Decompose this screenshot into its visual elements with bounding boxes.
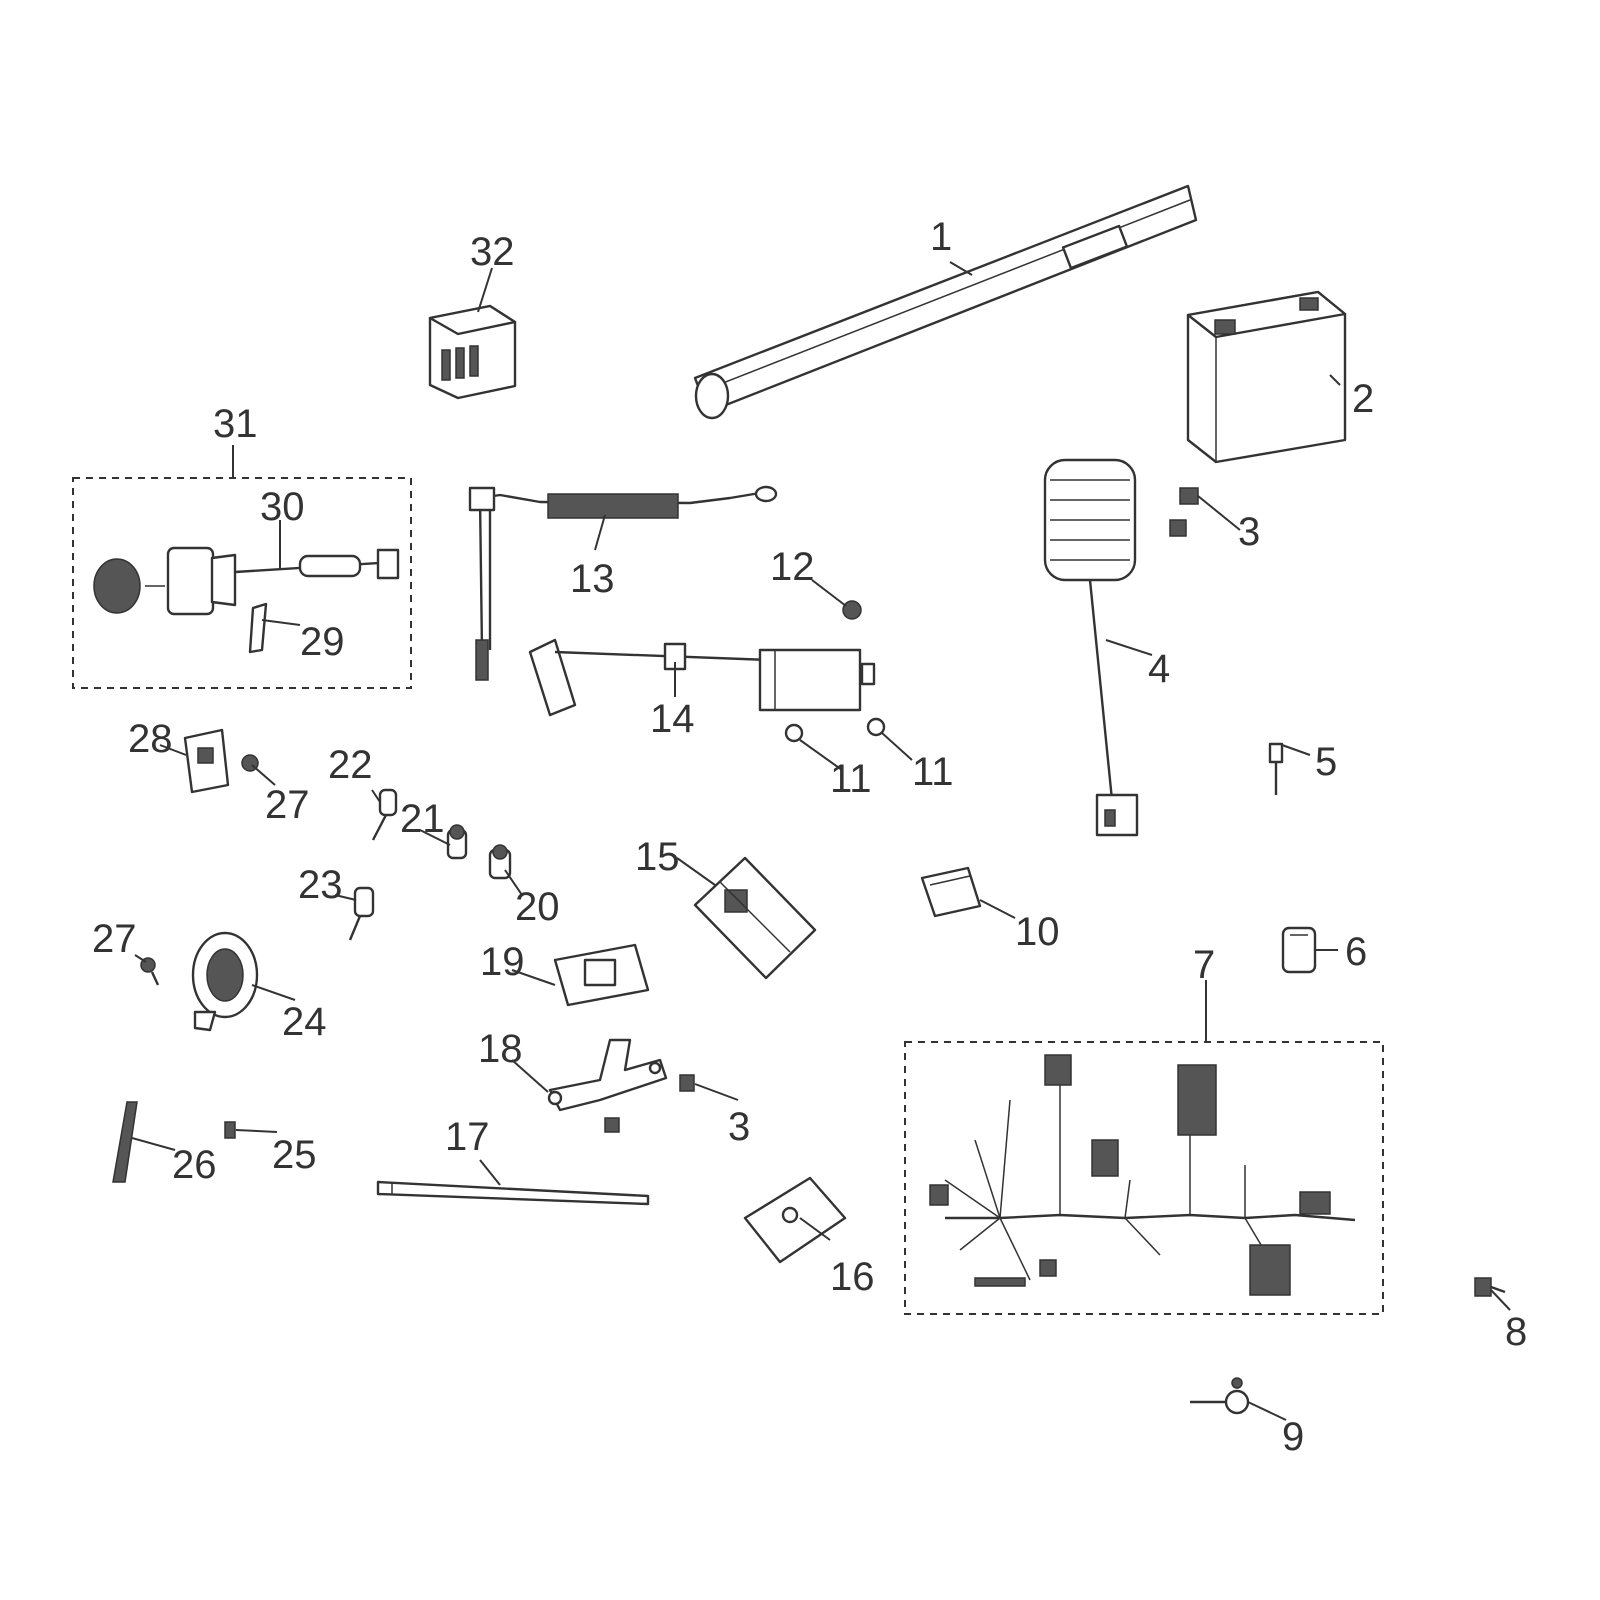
part-31-ignition-switch-group[interactable]	[72, 477, 412, 689]
part-16-rubber-cover[interactable]	[743, 1176, 847, 1264]
callout-14[interactable]: 14	[650, 697, 695, 741]
callout-30[interactable]: 30	[260, 485, 305, 529]
part-15-cdi-unit[interactable]	[693, 856, 817, 980]
part-11-nut-right[interactable]	[866, 717, 886, 737]
part-27-nut-lower[interactable]	[140, 957, 160, 986]
callout-17[interactable]: 17	[445, 1115, 490, 1159]
part-1-cable-cover[interactable]	[693, 184, 1198, 420]
callout-29[interactable]: 29	[300, 620, 345, 664]
part-7-wiring-harness[interactable]	[904, 1041, 1384, 1315]
callout-19[interactable]: 19	[480, 940, 525, 984]
callout-11-left[interactable]: 11	[830, 757, 872, 801]
callout-1[interactable]: 1	[930, 215, 952, 259]
part-11-nut-left[interactable]	[784, 723, 804, 743]
callout-10[interactable]: 10	[1015, 910, 1060, 954]
part-17-rod[interactable]	[376, 1180, 650, 1206]
part-3-screw-upper[interactable]	[1169, 487, 1199, 537]
part-19-panel[interactable]	[553, 943, 650, 1007]
callout-25[interactable]: 25	[272, 1133, 317, 1177]
part-25-screw[interactable]	[224, 1121, 236, 1139]
callout-7[interactable]: 7	[1193, 943, 1215, 987]
part-3-screw-lower[interactable]	[679, 1074, 695, 1092]
callout-23[interactable]: 23	[298, 863, 343, 907]
callout-9[interactable]: 9	[1282, 1415, 1304, 1459]
callout-22[interactable]: 22	[328, 743, 373, 787]
part-28-relay[interactable]	[183, 728, 230, 794]
callout-27-lower[interactable]: 27	[92, 917, 137, 961]
part-8-bolt[interactable]	[1474, 1277, 1506, 1297]
part-24-horn[interactable]	[191, 931, 259, 1032]
part-26-strap[interactable]	[112, 1101, 138, 1183]
callout-27-upper[interactable]: 27	[265, 783, 310, 827]
part-21-bulb[interactable]	[446, 824, 468, 860]
part-5-sensor[interactable]	[1268, 742, 1284, 795]
part-32-fuse-box[interactable]	[428, 304, 517, 400]
callout-18[interactable]: 18	[478, 1027, 523, 1071]
part-23-bulb[interactable]	[348, 886, 375, 941]
callout-20[interactable]: 20	[515, 885, 560, 929]
callout-3-upper[interactable]: 3	[1238, 510, 1260, 554]
part-10-relay[interactable]	[920, 866, 982, 918]
part-4-regulator[interactable]	[1043, 458, 1139, 837]
callout-2[interactable]: 2	[1352, 377, 1374, 421]
part-14-ignition-coil[interactable]	[528, 638, 876, 717]
part-30-ignition-switch[interactable]	[93, 546, 400, 616]
callout-3-lower[interactable]: 3	[728, 1105, 750, 1149]
callout-13[interactable]: 13	[570, 557, 615, 601]
callout-26[interactable]: 26	[172, 1143, 217, 1187]
part-9-cable-tie[interactable]	[1190, 1377, 1250, 1415]
leader-lines	[131, 261, 1511, 1421]
part-2-battery[interactable]	[1186, 290, 1347, 464]
callout-11-right[interactable]: 11	[912, 750, 954, 794]
callout-12[interactable]: 12	[770, 545, 815, 589]
part-22-bulb[interactable]	[371, 788, 398, 841]
callout-5[interactable]: 5	[1315, 740, 1337, 784]
callout-21[interactable]: 21	[400, 797, 445, 841]
callout-24[interactable]: 24	[282, 1000, 327, 1044]
part-18-bracket[interactable]	[547, 1038, 668, 1133]
callout-numbers: 1 2 3 4 5 6 7 8 9 10 11 11 12 13 14 15 1…	[92, 215, 1527, 1459]
callout-8[interactable]: 8	[1505, 1310, 1527, 1354]
part-6-relay[interactable]	[1281, 926, 1317, 974]
part-13-coiled-cable[interactable]	[468, 485, 778, 681]
callout-28[interactable]: 28	[128, 717, 173, 761]
part-12-grommet[interactable]	[842, 600, 862, 620]
part-29-key[interactable]	[248, 602, 268, 654]
callout-6[interactable]: 6	[1345, 930, 1367, 974]
callout-16[interactable]: 16	[830, 1255, 875, 1299]
callout-15[interactable]: 15	[635, 835, 680, 879]
callout-32[interactable]: 32	[470, 230, 515, 274]
callout-31[interactable]: 31	[213, 402, 258, 446]
callout-4[interactable]: 4	[1148, 647, 1170, 691]
